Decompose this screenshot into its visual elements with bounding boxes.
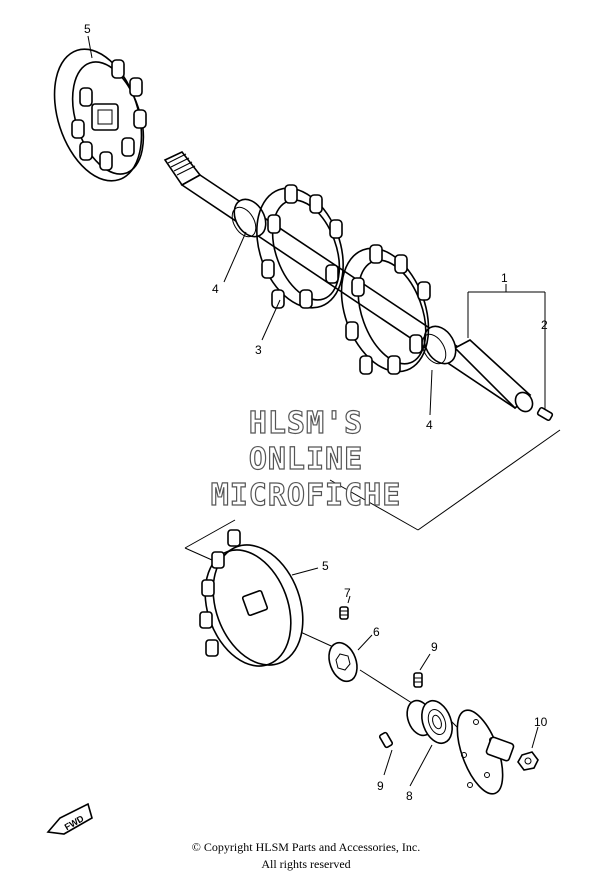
watermark-line-2: ONLINE <box>249 442 363 477</box>
callout-5-bottom: 5 <box>322 559 329 573</box>
callout-3: 3 <box>255 343 262 357</box>
callout-7: 7 <box>344 586 351 600</box>
watermark: HLSM'S ONLINE MICROFICHE <box>210 405 402 513</box>
sprocket-wheel-top <box>53 48 147 182</box>
set-screw-9-lower <box>378 731 394 749</box>
hub-flange <box>456 709 515 795</box>
forward-direction-arrow-icon: FWD <box>46 802 93 835</box>
shaft-collar-upper <box>231 198 267 238</box>
set-screw-9-upper <box>413 672 423 688</box>
callout-1: 1 <box>501 271 508 285</box>
callout-bracket-1 <box>467 284 546 410</box>
callout-10: 10 <box>534 715 548 729</box>
callout-4-lower: 4 <box>426 418 433 432</box>
sprocket-wheel-bottom <box>199 529 304 667</box>
drive-shaft <box>163 151 534 413</box>
callout-5-top: 5 <box>84 22 91 36</box>
callout-leaders <box>87 35 539 787</box>
callout-8: 8 <box>406 789 413 803</box>
watermark-line-3: MICROFICHE <box>211 478 402 513</box>
callout-6: 6 <box>373 625 380 639</box>
watermark-line-1: HLSM'S <box>249 406 363 441</box>
hex-spacer-6 <box>328 641 358 683</box>
callout-4-upper: 4 <box>212 282 219 296</box>
callout-2: 2 <box>541 318 548 332</box>
callout-9-lower: 9 <box>377 779 384 793</box>
copyright-line-1: © Copyright HLSM Parts and Accessories, … <box>191 840 421 854</box>
set-screw-7 <box>339 606 349 620</box>
nut-10 <box>517 751 539 771</box>
sprocket-3 <box>256 184 344 309</box>
bearing-8 <box>406 699 453 745</box>
shaft-collar-lower <box>421 325 457 365</box>
sprocket-3-second <box>340 244 431 375</box>
bolt-2 <box>536 406 554 422</box>
copyright-line-2: All rights reserved <box>261 857 351 871</box>
callout-9-upper: 9 <box>431 640 438 654</box>
